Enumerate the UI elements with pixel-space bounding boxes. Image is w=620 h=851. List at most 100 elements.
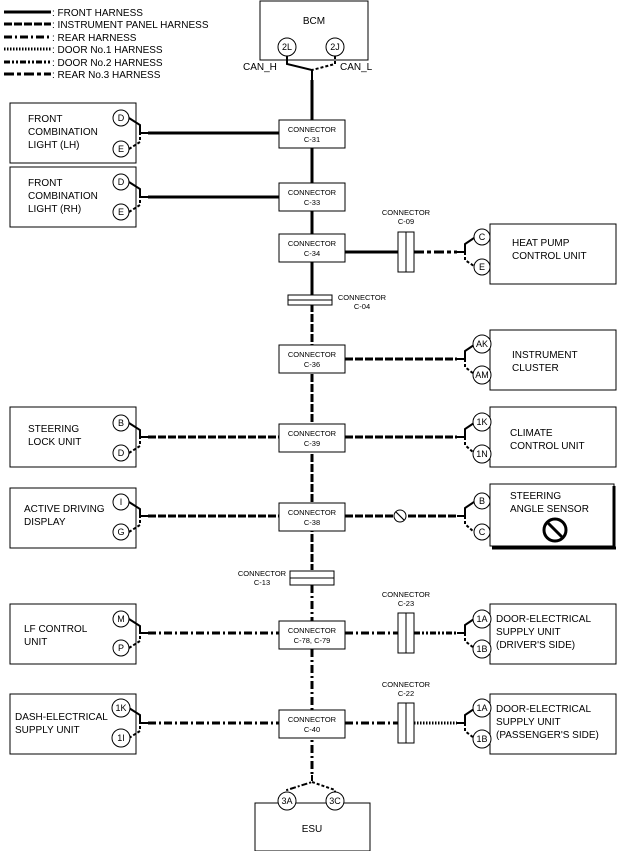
legend-rear-harness: : REAR HARNESS: [52, 33, 137, 44]
pin-1a: 1A: [476, 703, 487, 713]
pin-ak: AK: [476, 339, 488, 349]
unit-label: SUPPLY UNIT: [496, 627, 561, 638]
pin-e: E: [479, 262, 485, 272]
connector-title: CONNECTOR: [288, 239, 337, 248]
esu-label: ESU: [302, 824, 323, 835]
unit-label: ACTIVE DRIVING: [24, 504, 105, 515]
unit-label: ANGLE SENSOR: [510, 504, 589, 515]
esu-pin-3a: 3A: [281, 796, 292, 806]
front-combination-light-rh: FRONT COMBINATION LIGHT (RH) D E: [9, 166, 279, 228]
connector-title: CONNECTOR: [382, 208, 431, 217]
connector-title: CONNECTOR: [382, 680, 431, 689]
connector-c38: CONNECTOR C-38: [278, 502, 346, 532]
unit-label: FRONT: [28, 114, 62, 125]
unit-label: CLUSTER: [512, 363, 559, 374]
connector-title: CONNECTOR: [288, 715, 337, 724]
steering-lock-unit: STEERING LOCK UNIT B D: [9, 406, 279, 468]
pin-1k: 1K: [476, 417, 487, 427]
pin-p: P: [118, 643, 124, 653]
connector-title: CONNECTOR: [238, 569, 287, 578]
unit-label: (PASSENGER'S SIDE): [496, 730, 599, 741]
prohibited-icon: [393, 509, 407, 523]
heat-pump-control-unit: HEAT PUMP CONTROL UNIT C E: [345, 223, 617, 285]
connector-title: CONNECTOR: [288, 188, 337, 197]
bcm-pin-2l: 2L: [282, 42, 292, 52]
connector-id: C-78, C-79: [294, 636, 331, 645]
legend-instrument-panel-harness: : INSTRUMENT PANEL HARNESS: [52, 20, 209, 31]
connector-id: C-38: [304, 518, 320, 527]
pin-1k: 1K: [115, 703, 126, 713]
connector-id: C-39: [304, 439, 320, 448]
connector-id: C-04: [354, 302, 370, 311]
connector-title: CONNECTOR: [382, 590, 431, 599]
connector-c39: CONNECTOR C-39: [278, 423, 346, 453]
pin-am: AM: [475, 370, 489, 380]
pin-1a: 1A: [476, 614, 487, 624]
pin-e: E: [118, 144, 124, 154]
unit-label: SUPPLY UNIT: [496, 717, 561, 728]
steering-angle-sensor: STEERING ANGLE SENSOR B C: [345, 483, 616, 550]
pin-e: E: [118, 207, 124, 217]
esu-pin-3c: 3C: [329, 796, 341, 806]
pin-c: C: [479, 232, 486, 242]
connector-title: CONNECTOR: [288, 626, 337, 635]
connector-c31: CONNECTOR C-31: [278, 119, 346, 149]
pin-c: C: [479, 527, 486, 537]
prohibited-icon: [542, 517, 568, 543]
connector-title: CONNECTOR: [288, 350, 337, 359]
connector-id: C-36: [304, 360, 320, 369]
connector-c78-c79: CONNECTOR C-78, C-79: [278, 620, 346, 650]
pin-b: B: [479, 496, 485, 506]
unit-label: CONTROL UNIT: [512, 251, 587, 262]
unit-label: DOOR-ELECTRICAL: [496, 614, 591, 625]
inline-connector-c04: CONNECTOR C-04: [287, 293, 387, 311]
pin-1i: 1I: [117, 733, 125, 743]
unit-label: DISPLAY: [24, 517, 66, 528]
instrument-cluster: INSTRUMENT CLUSTER AK AM: [345, 329, 617, 391]
pin-d: D: [118, 448, 125, 458]
pin-g: G: [117, 527, 124, 537]
connector-id: C-13: [254, 578, 270, 587]
connector-title: CONNECTOR: [338, 293, 387, 302]
connector-id: C-34: [304, 249, 320, 258]
legend-front-harness: : FRONT HARNESS: [52, 8, 143, 19]
connector-title: CONNECTOR: [288, 125, 337, 134]
unit-label: STEERING: [28, 424, 79, 435]
door-electrical-supply-unit-driver: DOOR-ELECTRICAL SUPPLY UNIT (DRIVER'S SI…: [345, 603, 617, 665]
unit-label: DOOR-ELECTRICAL: [496, 704, 591, 715]
unit-label: SUPPLY UNIT: [15, 725, 80, 736]
dash-electrical-supply-unit: DASH-ELECTRICAL SUPPLY UNIT 1K 1I: [9, 693, 279, 755]
door-electrical-supply-unit-passenger: DOOR-ELECTRICAL SUPPLY UNIT (PASSENGER'S…: [345, 693, 617, 755]
connector-c40: CONNECTOR C-40: [278, 709, 346, 739]
pin-1b: 1B: [476, 644, 487, 654]
bcm-unit: BCM 2L 2J CAN_H CAN_L: [243, 0, 373, 80]
bcm-pin-2j: 2J: [330, 42, 340, 52]
connector-id: C-23: [398, 599, 414, 608]
unit-label: HEAT PUMP: [512, 238, 570, 249]
unit-label: DASH-ELECTRICAL: [15, 712, 108, 723]
inline-connector-c09: CONNECTOR C-09: [382, 208, 431, 273]
unit-label: COMBINATION: [28, 191, 98, 202]
pin-1n: 1N: [476, 449, 488, 459]
unit-label: LIGHT (RH): [28, 204, 81, 215]
pin-i: I: [120, 497, 123, 507]
unit-label: FRONT: [28, 178, 62, 189]
connector-id: C-40: [304, 725, 320, 734]
unit-label: LIGHT (LH): [28, 140, 80, 151]
pin-1b: 1B: [476, 734, 487, 744]
connector-id: C-33: [304, 198, 320, 207]
unit-label: STEERING: [510, 491, 561, 502]
active-driving-display: ACTIVE DRIVING DISPLAY I G: [9, 487, 279, 549]
legend-door1-harness: : DOOR No.1 HARNESS: [52, 45, 163, 56]
connector-id: C-22: [398, 689, 414, 698]
unit-label: CLIMATE: [510, 428, 553, 439]
esu-unit: 3A 3C ESU: [254, 775, 371, 851]
connector-title: CONNECTOR: [288, 429, 337, 438]
pin-m: M: [117, 614, 125, 624]
legend-rear3-harness: : REAR No.3 HARNESS: [52, 70, 161, 81]
inline-connector-c23: CONNECTOR C-23: [382, 590, 431, 654]
unit-label: UNIT: [24, 637, 47, 648]
legend: : FRONT HARNESS : INSTRUMENT PANEL HARNE…: [4, 8, 209, 81]
pin-d: D: [118, 113, 125, 123]
